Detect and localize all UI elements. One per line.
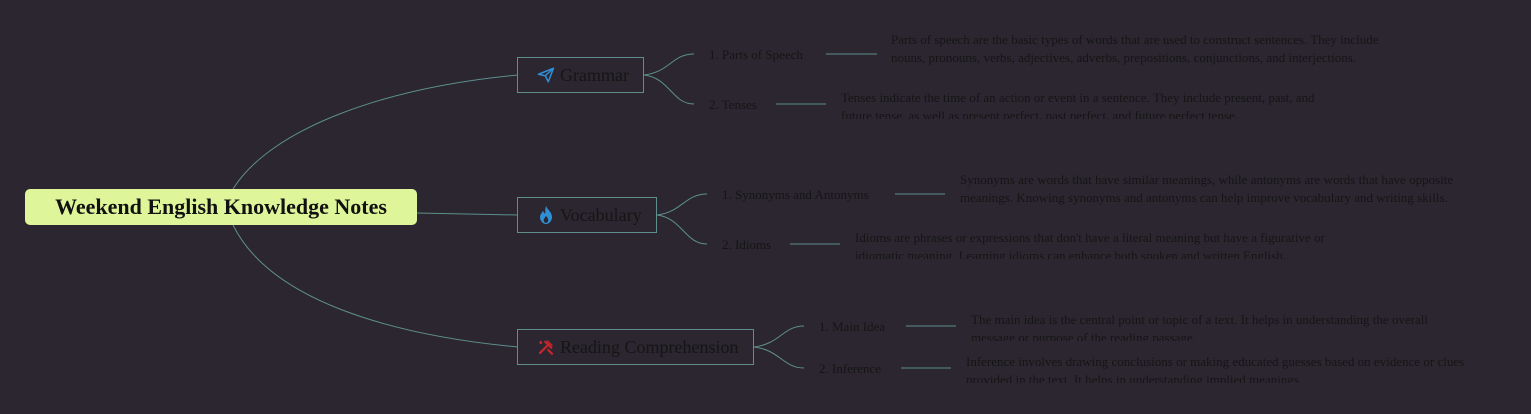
description-main-idea: The main idea is the central point or to… [971, 312, 1429, 341]
branch-reading-comprehension[interactable]: Reading Comprehension [517, 329, 754, 365]
paper-plane-icon [536, 65, 556, 85]
branch-vocabulary-label: Vocabulary [560, 204, 642, 225]
branch-grammar[interactable]: Grammar [517, 57, 644, 93]
branch-grammar-label: Grammar [560, 64, 629, 85]
subtopic-inference[interactable]: 2. Inference [819, 361, 882, 376]
description-tenses: Tenses indicate the time of an action or… [841, 90, 1315, 119]
connector-root-grammar [232, 74, 519, 190]
subtopic-idioms[interactable]: 2. Idioms [722, 237, 772, 252]
branch-vocabulary[interactable]: Vocabulary [517, 197, 657, 233]
connector-grammar-2 [643, 74, 695, 105]
connector-reading-1 [753, 325, 805, 348]
description-inference: Inference involves drawing conclusions o… [966, 354, 1465, 383]
root-title: Weekend English Knowledge Notes [55, 194, 387, 219]
branch-reading-label: Reading Comprehension [560, 336, 739, 357]
connector-vocab-1 [656, 193, 708, 216]
connector-grammar-1 [643, 53, 695, 76]
subtopic-tenses[interactable]: 2. Tenses [709, 97, 757, 112]
description-idioms: Idioms are phrases or expressions that d… [855, 230, 1325, 259]
subtopic-main-idea[interactable]: 1. Main Idea [819, 319, 886, 334]
subtopic-synonyms-antonyms[interactable]: 1. Synonyms and Antonyms [722, 187, 869, 202]
flame-icon [536, 205, 556, 225]
subtopic-parts-of-speech[interactable]: 1. Parts of Speech [709, 47, 803, 62]
connector-root-vocabulary [416, 212, 519, 216]
connector-reading-2 [753, 346, 805, 369]
description-synonyms-antonyms: Synonyms are words that have similar mea… [960, 172, 1454, 205]
tools-icon [536, 337, 556, 357]
connector-vocab-2 [656, 214, 708, 245]
root-node[interactable]: Weekend English Knowledge Notes [25, 189, 417, 225]
connector-root-reading [232, 224, 519, 348]
description-parts-of-speech: Parts of speech are the basic types of w… [891, 32, 1379, 65]
